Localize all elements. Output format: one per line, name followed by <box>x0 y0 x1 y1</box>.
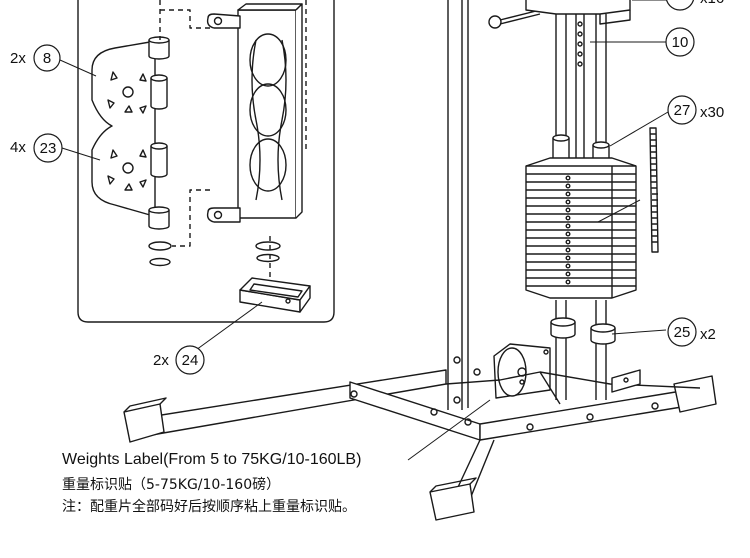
callout-8: 2x 8 <box>10 44 61 72</box>
callout-23: 4x 23 <box>10 133 63 163</box>
rubber-bumpers <box>550 317 616 345</box>
callout-multiplier: x2 <box>700 326 716 343</box>
callout-multiplier: x16 <box>700 0 724 7</box>
callout-multiplier: x30 <box>700 104 724 121</box>
pulley-side-plate <box>91 41 156 216</box>
callout-top-partial: x16 <box>665 0 724 11</box>
callout-24: 2x 24 <box>153 345 205 375</box>
weights-label-caption: Weights Label(From 5 to 75KG/10-160LB) <box>62 451 362 468</box>
weights-label-caption-zh: 重量标识贴（5-75KG/10-160磅） <box>62 477 281 493</box>
leader-lines <box>59 0 672 461</box>
callout-multiplier: 2x <box>10 50 26 67</box>
selector-pin <box>488 9 541 29</box>
callout-27: 27 x30 <box>667 95 724 125</box>
callout-number: 27 <box>674 102 691 119</box>
pulley-bracket <box>206 3 303 263</box>
base-frame <box>123 369 717 521</box>
weights-label-note-zh: 注：配重片全部码好后按顺序粘上重量标识贴。 <box>62 499 356 515</box>
callout-multiplier: 2x <box>153 352 169 369</box>
detail-inset-box <box>77 0 335 323</box>
callout-number: 23 <box>40 140 57 157</box>
callout-number: 10 <box>672 34 689 51</box>
main-upright <box>447 0 481 410</box>
callout-25: 25 x2 <box>667 317 716 347</box>
weight-label-strip <box>649 127 659 253</box>
callout-number: 8 <box>43 50 51 67</box>
callout-10: 10 <box>665 27 695 57</box>
callout-number: 25 <box>674 324 691 341</box>
bushing-spacers <box>148 36 172 267</box>
callout-number: 24 <box>182 352 199 369</box>
square-end-cap <box>239 277 311 313</box>
top-plate <box>525 0 631 25</box>
weight-stack <box>525 157 637 299</box>
assembly-guide-lines <box>159 0 307 280</box>
callout-multiplier: 4x <box>10 139 26 156</box>
base-pulley <box>493 343 551 399</box>
